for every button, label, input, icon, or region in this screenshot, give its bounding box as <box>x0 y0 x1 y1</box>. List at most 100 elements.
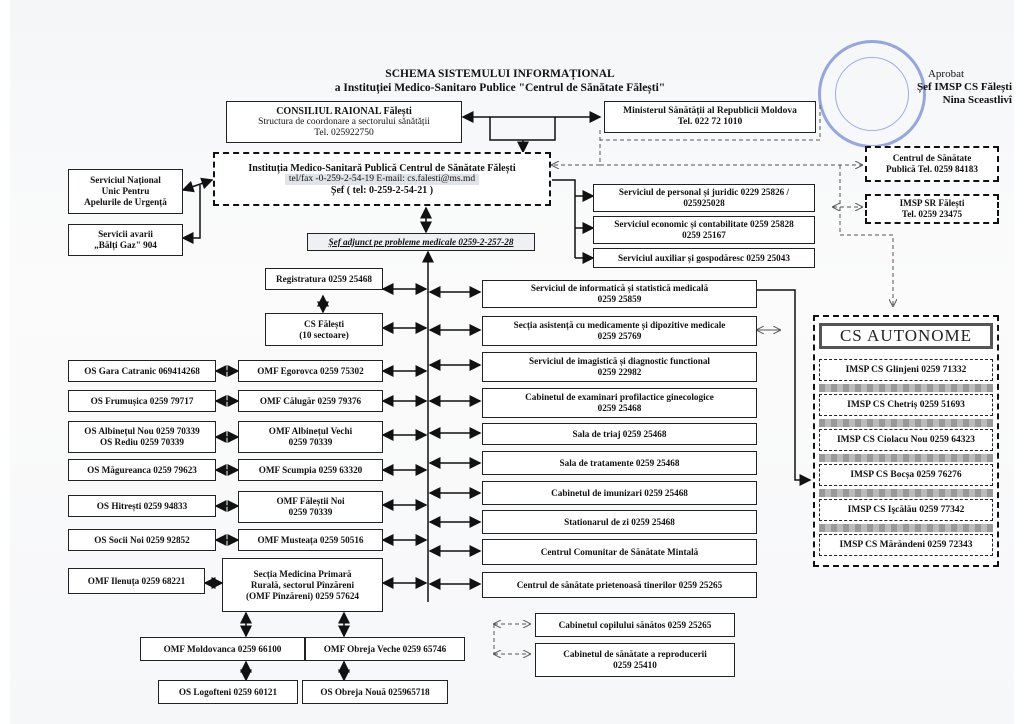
os-logofteni-box: OS Logofteni 0259 60121 <box>158 680 298 704</box>
sectia-medicina-line2: Rurală, sectorul Pînzăreni <box>250 579 355 590</box>
omf-albinetul-box: OMF Albinețul Vechi 0259 70339 <box>238 421 383 453</box>
triaj-box: Sala de triaj 0259 25468 <box>482 423 757 445</box>
imunizari-box: Cabinetul de imunizari 0259 25468 <box>482 481 757 505</box>
diagram-title: SCHEMA SISTEMULUI INFORMAȚIONAL a Instit… <box>300 67 700 95</box>
ccsm-label: Centrul Comunitar de Sănătate Mintală <box>540 546 699 557</box>
autonome-item: IMSP CS Glinjeni 0259 71332 <box>819 359 993 381</box>
tratamente-box: Sala de tratamente 0259 25468 <box>482 451 757 475</box>
sef-adjunct-box: Șef adjunct pe probleme medicale 0259-2-… <box>307 233 535 251</box>
reproducere-box: Cabinetul de sănătate a reproducerii 025… <box>535 643 735 677</box>
personal-line1: Serviciul de personal și juridic 0229 25… <box>618 187 790 197</box>
sectia-medicina-line3: (OMF Pînzăreni) 0259 57624 <box>245 590 360 601</box>
approval-name: Nina Sceastlivî <box>942 94 1012 106</box>
serviciul-national-box: Serviciul Național Unic Pentru Apelurile… <box>68 169 183 214</box>
autonome-item: IMSP CS Chetriș 0259 51693 <box>819 394 993 416</box>
institutia-title: Instituția Medico-Sanitară Publică Centr… <box>248 162 516 174</box>
imagistica-line2: 0259 22982 <box>597 367 642 377</box>
approval-label: Aprobat <box>927 68 965 80</box>
omf-ilenuta-label: OMF Ilenuța 0259 68221 <box>87 575 186 586</box>
sectia-asistenta-line2: 0259 25769 <box>597 331 642 341</box>
autonome-item: IMSP CS Işcălău 0259 77342 <box>819 499 993 521</box>
autonome-separator <box>819 489 993 497</box>
os-albinetul-line2: OS Rediu 0259 70339 <box>100 437 184 447</box>
economic-line1: Serviciul economic și contabilitate 0259… <box>614 219 794 229</box>
stationar-box: Stationarul de zi 0259 25468 <box>482 510 757 534</box>
tratamente-label: Sala de tratamente 0259 25468 <box>559 457 680 468</box>
title-line-2: a Instituției Medico-Sanitaro Publice "C… <box>334 82 666 94</box>
servicii-avarii-box: Servicii avarii „Bălți Gaz" 904 <box>68 224 183 256</box>
cs-falesti-sectors: (10 sectoare) <box>299 329 349 340</box>
serviciul-national-line3: Apelurile de Urgență <box>84 197 167 207</box>
cabinet-ginec-line2: 0259 25468 <box>597 403 642 413</box>
cs-falesti-box: CS Fălești (10 sectoare) <box>265 313 383 346</box>
os-obreja-noua-box: OS Obreja Nouă 025965718 <box>302 680 448 704</box>
approval-block: Aprobat Șef IMSP CS Fălești Nina Sceastl… <box>840 68 1012 107</box>
autonome-separator <box>819 524 993 532</box>
auxiliar-label: Serviciul auxiliar și gospodăresc 0259 2… <box>618 252 790 263</box>
copil-box: Cabinetul copilului sănătos 0259 25265 <box>535 613 735 637</box>
consiliul-title: CONSILIUL RAIONAL Fălești <box>276 105 412 117</box>
autonome-item: IMSP CS Bocșa 0259 76276 <box>819 464 993 486</box>
cs-autonome-panel: CS AUTONOME IMSP CS Glinjeni 0259 71332 … <box>813 315 999 567</box>
institutia-box: Instituția Medico-Sanitară Publică Centr… <box>213 152 551 206</box>
informatica-line2: 0259 25859 <box>597 294 642 304</box>
copil-label: Cabinetul copilului sănătos 0259 25265 <box>558 619 712 630</box>
consiliul-raional-box: CONSILIUL RAIONAL Fălești Structura de c… <box>226 101 462 143</box>
os-albinetul-line1: OS Albinețul Nou 0259 70339 <box>84 426 200 436</box>
autonome-item: IMSP CS Ciolacu Nou 0259 64323 <box>819 429 993 451</box>
auxiliar-box: Serviciul auxiliar și gospodăresc 0259 2… <box>593 248 815 268</box>
cs-publica-title: Centrul de Sănătate <box>892 153 972 163</box>
cabinet-ginec-box: Cabinetul de examinari profilactice gine… <box>482 388 757 418</box>
os-logofteni-label: OS Logofteni 0259 60121 <box>178 686 278 697</box>
tineri-box: Centrul de sănătate prietenoasă tinerilo… <box>482 572 757 598</box>
omf-moldovanca-box: OMF Moldovanca 0259 66100 <box>140 637 305 661</box>
cs-autonome-header: CS AUTONOME <box>819 323 993 349</box>
autonome-item: IMSP CS Mărăndeni 0259 72343 <box>819 534 993 556</box>
imunizari-label: Cabinetul de imunizari 0259 25468 <box>551 487 688 498</box>
os-hitresti-box: OS Hitrești 0259 94833 <box>68 495 216 517</box>
os-magureanca-label: OS Măgureanca 0259 79623 <box>87 464 197 475</box>
imsp-sr-phone: Tel. 0259 23475 <box>901 209 963 219</box>
ccsm-box: Centrul Comunitar de Sănătate Mintală <box>482 539 757 565</box>
serviciul-national-line2: Unic Pentru <box>101 186 150 196</box>
institutia-contact: tel/fax -0-259-2-54-19 E-mail: cs.falest… <box>284 173 480 185</box>
omf-calugar-label: OMF Călugăr 0259 79376 <box>259 395 362 406</box>
autonome-separator <box>819 419 993 427</box>
approval-role: Șef IMSP CS Fălești <box>916 81 1012 93</box>
omf-albinetul-title: OMF Albinețul Vechi <box>268 426 353 436</box>
sectia-medicina-box: Secția Medicina Primară Rurală, sectorul… <box>222 558 383 612</box>
servicii-avarii-line2: „Bălți Gaz" 904 <box>94 240 157 250</box>
omf-faletii-phone: 0259 70339 <box>288 507 333 517</box>
sef-adjunct-label: Șef adjunct pe probleme medicale 0259-2-… <box>328 236 514 247</box>
minister-box: Ministerul Sănătății al Republicii Moldo… <box>604 101 816 133</box>
minister-phone: Tel. 022 72 1010 <box>677 117 743 127</box>
stationar-label: Stationarul de zi 0259 25468 <box>564 516 675 527</box>
omf-faletii-box: OMF Făleștii Noi 0259 70339 <box>238 491 383 523</box>
omf-faletii-title: OMF Făleștii Noi <box>276 496 345 506</box>
autonome-separator <box>819 454 993 462</box>
cabinet-ginec-line1: Cabinetul de examinari profilactice gine… <box>525 392 714 402</box>
minister-title: Ministerul Sănătății al Republicii Moldo… <box>623 106 797 116</box>
omf-musteata-box: OMF Musteața 0259 50516 <box>238 529 383 551</box>
omf-obreja-veche-label: OMF Obreja Veche 0259 65746 <box>323 643 447 654</box>
imsp-sr-title: IMSP SR Fălești <box>899 198 965 208</box>
omf-albinetul-phone: 0259 70339 <box>288 437 333 447</box>
cs-falesti-title: CS Fălești <box>303 318 345 329</box>
institutia-head: Șef ( tel: 0-259-2-54-21 ) <box>330 184 434 196</box>
serviciul-national-line1: Serviciul Național <box>90 175 161 185</box>
omf-ilenuta-box: OMF Ilenuța 0259 68221 <box>68 568 205 594</box>
personal-line2: 025925028 <box>683 198 725 208</box>
sectia-asistenta-line1: Secția asistență cu medicamente și dipoz… <box>513 320 726 330</box>
os-magureanca-box: OS Măgureanca 0259 79623 <box>68 459 216 481</box>
reproducere-line2: 0259 25410 <box>613 660 657 670</box>
omf-moldovanca-label: OMF Moldovanca 0259 66100 <box>163 643 282 654</box>
sectia-asistenta-box: Secția asistență cu medicamente și dipoz… <box>482 316 757 346</box>
informatica-line1: Serviciul de informatică și statistică m… <box>530 283 709 293</box>
imagistica-line1: Serviciul de imagistică și diagnostic fu… <box>529 356 710 366</box>
omf-musteata-label: OMF Musteața 0259 50516 <box>257 534 364 545</box>
os-albinetul-box: OS Albinețul Nou 0259 70339 OS Rediu 025… <box>68 421 216 453</box>
os-socii-label: OS Socii Noi 0259 92852 <box>94 534 190 545</box>
registratura-box: Registratura 0259 25468 <box>265 268 383 290</box>
omf-scumpia-label: OMF Scumpia 0259 63320 <box>258 464 363 475</box>
servicii-avarii-line1: Servicii avarii <box>98 229 153 239</box>
